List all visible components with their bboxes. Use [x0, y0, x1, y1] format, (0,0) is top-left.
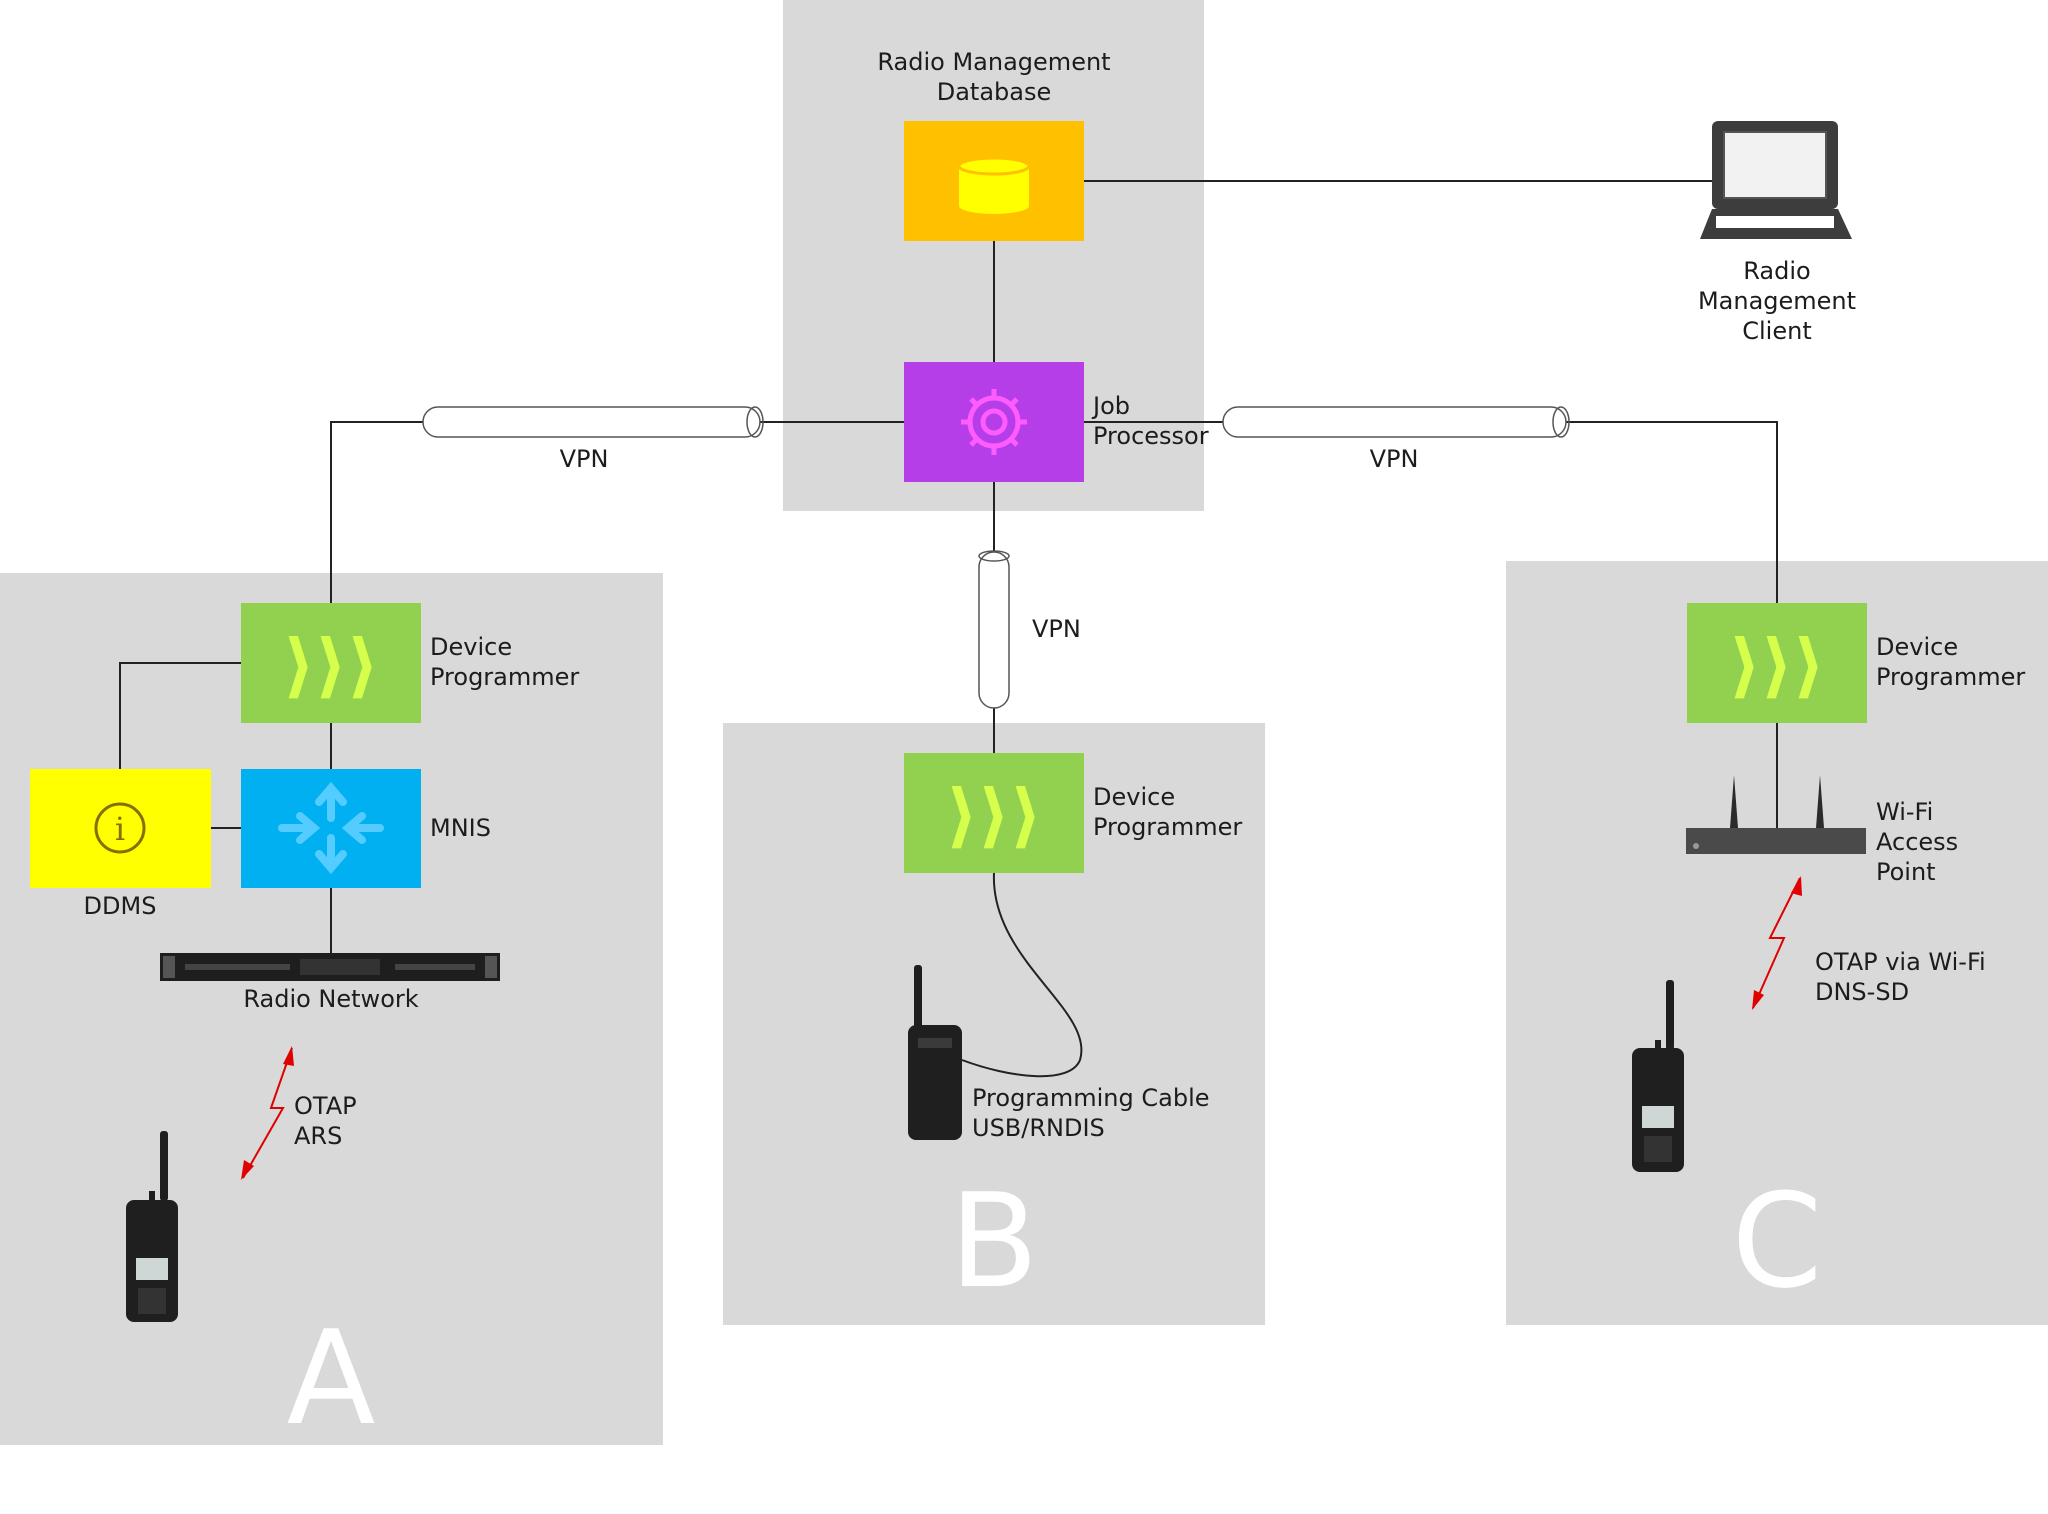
chevrons-icon: ⟩⟩⟩ — [283, 624, 379, 706]
programmer-c-label-line-1: Device — [1876, 633, 1958, 661]
vpn-tunnel-middle — [978, 550, 1010, 709]
device-programmer-a-node — [241, 603, 421, 723]
cable-label-line-1: Programming Cable — [972, 1084, 1210, 1112]
ap-label-line-2: Access — [1876, 828, 1958, 856]
database-icon — [957, 156, 1031, 214]
database-label-line-2: Database — [937, 78, 1052, 106]
programmer-a-to-ddms-line — [119, 662, 241, 769]
gear-icon — [961, 389, 1027, 455]
cable-label-line-2: USB/RNDIS — [972, 1114, 1105, 1142]
programmer-a-label-line-1: Device — [430, 633, 512, 661]
vpn-label-right: VPN — [1370, 445, 1419, 473]
ddms-label: DDMS — [84, 892, 157, 920]
job-processor-label-line-2: Processor — [1093, 422, 1209, 450]
wifi-access-point-icon — [1686, 775, 1866, 854]
wireless-link-a — [242, 1047, 293, 1179]
radio-network-rack-icon — [160, 953, 500, 981]
vpn-label-middle: VPN — [1032, 615, 1081, 643]
chevrons-icon: ⟩⟩⟩ — [1729, 624, 1825, 706]
handheld-radio-b-icon — [908, 965, 962, 1140]
wireless-link-c — [1752, 877, 1801, 1009]
programmer-b-label-line-1: Device — [1093, 783, 1175, 811]
radio-network-label: Radio Network — [243, 985, 418, 1013]
wireless-link-a-arrow-down — [241, 1160, 254, 1180]
site-a-letter: A — [287, 1302, 376, 1454]
vpn-label-left: VPN — [560, 445, 609, 473]
device-programmer-c-node — [1687, 603, 1867, 723]
handheld-radio-a-icon — [126, 1131, 178, 1322]
device-programmer-b-node — [904, 753, 1084, 873]
info-icon — [94, 802, 146, 854]
client-label-line-1: Radio — [1743, 257, 1810, 285]
ap-label-line-3: Point — [1876, 858, 1936, 886]
vpn-tunnel-right — [1222, 406, 1570, 438]
client-label-line-3: Client — [1742, 317, 1811, 345]
job-processor-label-line-1: Job — [1091, 392, 1130, 420]
programmer-a-label-line-2: Programmer — [430, 663, 579, 691]
wireless-link-a-arrow-up — [283, 1046, 294, 1066]
site-c-link-label-line-1: OTAP via Wi-Fi — [1815, 948, 1986, 976]
site-a-link-label-line-1: OTAP — [294, 1092, 357, 1120]
site-b-letter: B — [949, 1165, 1038, 1317]
database-label-line-1: Radio Management — [877, 48, 1110, 76]
client-label-line-2: Management — [1698, 287, 1856, 315]
site-a-link-label-line-2: ARS — [294, 1122, 342, 1150]
info-icon-glyph: i — [115, 810, 125, 848]
laptop-icon — [1700, 121, 1852, 239]
mnis-label: MNIS — [430, 814, 491, 842]
programmer-c-label-line-2: Programmer — [1876, 663, 2025, 691]
ap-label-line-1: Wi-Fi — [1876, 798, 1933, 826]
wireless-link-c-arrow-up — [1791, 876, 1802, 896]
handheld-radio-c-icon — [1632, 980, 1684, 1172]
site-c-link-label-line-2: DNS-SD — [1815, 978, 1909, 1006]
chevrons-icon: ⟩⟩⟩ — [946, 774, 1042, 856]
programmer-b-label-line-2: Programmer — [1093, 813, 1242, 841]
programming-cable — [961, 872, 1083, 1078]
site-c-letter: C — [1732, 1165, 1823, 1317]
vpn-tunnel-left — [422, 406, 764, 438]
job-processor-node — [904, 362, 1084, 482]
wireless-link-c-arrow-down — [1752, 990, 1764, 1010]
router-arrows-icon — [278, 781, 384, 875]
ddms-node — [30, 769, 211, 888]
